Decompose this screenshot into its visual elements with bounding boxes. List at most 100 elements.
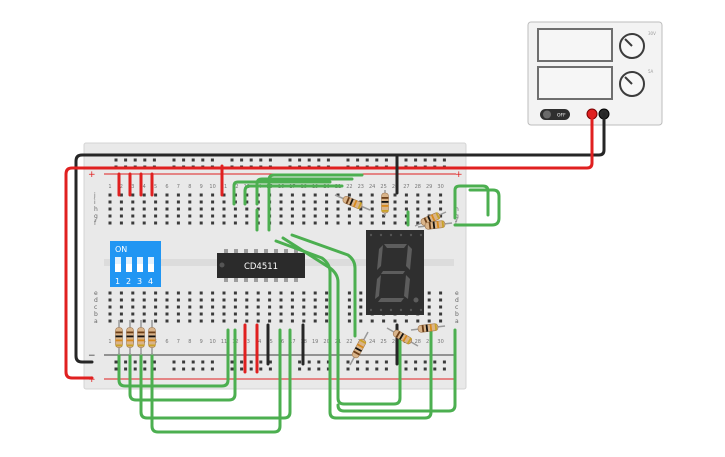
breadboard-hole[interactable] — [233, 214, 237, 218]
breadboard-hole[interactable] — [165, 200, 169, 204]
breadboard-hole[interactable] — [154, 298, 158, 302]
breadboard-hole[interactable] — [119, 221, 123, 225]
breadboard-hole[interactable] — [268, 298, 272, 302]
breadboard-hole[interactable] — [199, 305, 203, 309]
rail-hole[interactable] — [152, 360, 156, 364]
resistor-seg-bottom-2[interactable] — [386, 327, 419, 347]
breadboard-hole[interactable] — [165, 214, 169, 218]
rail-hole[interactable] — [433, 367, 437, 371]
rail-hole[interactable] — [423, 360, 427, 364]
rail-hole[interactable] — [182, 367, 186, 371]
breadboard-hole[interactable] — [211, 312, 215, 316]
rail-hole[interactable] — [375, 158, 379, 162]
breadboard-hole[interactable] — [188, 298, 192, 302]
breadboard-hole[interactable] — [176, 312, 180, 316]
breadboard-hole[interactable] — [142, 207, 146, 211]
breadboard-hole[interactable] — [439, 312, 443, 316]
wire-green-14[interactable] — [117, 328, 230, 388]
breadboard-hole[interactable] — [154, 221, 158, 225]
rail-hole[interactable] — [288, 158, 292, 162]
breadboard-hole[interactable] — [336, 207, 340, 211]
rail-hole[interactable] — [442, 158, 446, 162]
rail-hole[interactable] — [375, 360, 379, 364]
breadboard-hole[interactable] — [188, 207, 192, 211]
rail-hole[interactable] — [114, 158, 118, 162]
breadboard-hole[interactable] — [336, 221, 340, 225]
breadboard-hole[interactable] — [427, 207, 431, 211]
breadboard-hole[interactable] — [347, 291, 351, 295]
rail-hole[interactable] — [210, 158, 214, 162]
breadboard-hole[interactable] — [165, 193, 169, 197]
breadboard-hole[interactable] — [290, 214, 294, 218]
resistors[interactable] — [115, 190, 453, 366]
breadboard-hole[interactable] — [165, 319, 169, 323]
breadboard-hole[interactable] — [199, 193, 203, 197]
breadboard-hole[interactable] — [325, 298, 329, 302]
breadboard-hole[interactable] — [325, 291, 329, 295]
breadboard-hole[interactable] — [302, 312, 306, 316]
rail-hole[interactable] — [365, 360, 369, 364]
breadboard-hole[interactable] — [256, 291, 260, 295]
rail-hole[interactable] — [191, 158, 195, 162]
dip-switch[interactable]: ON 1 2 3 4 — [110, 241, 161, 287]
rail-hole[interactable] — [326, 158, 330, 162]
breadboard-hole[interactable] — [359, 305, 363, 309]
rail-hole[interactable] — [259, 367, 263, 371]
breadboard-hole[interactable] — [211, 200, 215, 204]
rail-hole[interactable] — [143, 158, 147, 162]
breadboard-hole[interactable] — [393, 319, 397, 323]
rail-hole[interactable] — [249, 367, 253, 371]
breadboard-hole[interactable] — [370, 221, 374, 225]
rail-hole[interactable] — [210, 360, 214, 364]
breadboard-hole[interactable] — [313, 200, 317, 204]
breadboard-hole[interactable] — [199, 298, 203, 302]
breadboard-hole[interactable] — [245, 312, 249, 316]
breadboard-hole[interactable] — [290, 312, 294, 316]
breadboard-hole[interactable] — [256, 298, 260, 302]
breadboard-hole[interactable] — [176, 214, 180, 218]
breadboard-hole[interactable] — [256, 312, 260, 316]
breadboard-hole[interactable] — [279, 207, 283, 211]
rail-hole[interactable] — [442, 367, 446, 371]
breadboard-hole[interactable] — [188, 291, 192, 295]
breadboard-hole[interactable] — [427, 200, 431, 204]
wire-green-8[interactable] — [453, 188, 501, 227]
breadboard-hole[interactable] — [142, 214, 146, 218]
breadboard-hole[interactable] — [245, 214, 249, 218]
breadboard-hole[interactable] — [154, 214, 158, 218]
breadboard-hole[interactable] — [256, 305, 260, 309]
breadboard-hole[interactable] — [233, 221, 237, 225]
rail-hole[interactable] — [346, 158, 350, 162]
breadboard-hole[interactable] — [211, 291, 215, 295]
breadboard-hole[interactable] — [119, 305, 123, 309]
breadboard-hole[interactable] — [233, 305, 237, 309]
rail-hole[interactable] — [384, 158, 388, 162]
breadboard-hole[interactable] — [290, 319, 294, 323]
rail-hole[interactable] — [230, 158, 234, 162]
breadboard-hole[interactable] — [325, 214, 329, 218]
breadboard-hole[interactable] — [176, 305, 180, 309]
rail-hole[interactable] — [375, 367, 379, 371]
wire-power-negative[interactable] — [74, 112, 606, 364]
breadboard-hole[interactable] — [199, 200, 203, 204]
breadboard-hole[interactable] — [188, 305, 192, 309]
wire-green-15[interactable] — [128, 328, 237, 402]
breadboard-hole[interactable] — [245, 200, 249, 204]
rail-hole[interactable] — [114, 360, 118, 364]
breadboard-hole[interactable] — [359, 207, 363, 211]
breadboard-hole[interactable] — [347, 298, 351, 302]
breadboard-hole[interactable] — [154, 291, 158, 295]
breadboard-hole[interactable] — [416, 214, 420, 218]
breadboard-hole[interactable] — [439, 193, 443, 197]
breadboard-hole[interactable] — [279, 193, 283, 197]
breadboard-hole[interactable] — [359, 221, 363, 225]
breadboard-hole[interactable] — [199, 312, 203, 316]
breadboard-hole[interactable] — [290, 221, 294, 225]
rail-hole[interactable] — [404, 367, 408, 371]
breadboard-hole[interactable] — [416, 319, 420, 323]
breadboard-hole[interactable] — [302, 319, 306, 323]
breadboard-hole[interactable] — [313, 207, 317, 211]
breadboard-hole[interactable] — [245, 319, 249, 323]
rail-hole[interactable] — [240, 360, 244, 364]
breadboard-hole[interactable] — [313, 214, 317, 218]
